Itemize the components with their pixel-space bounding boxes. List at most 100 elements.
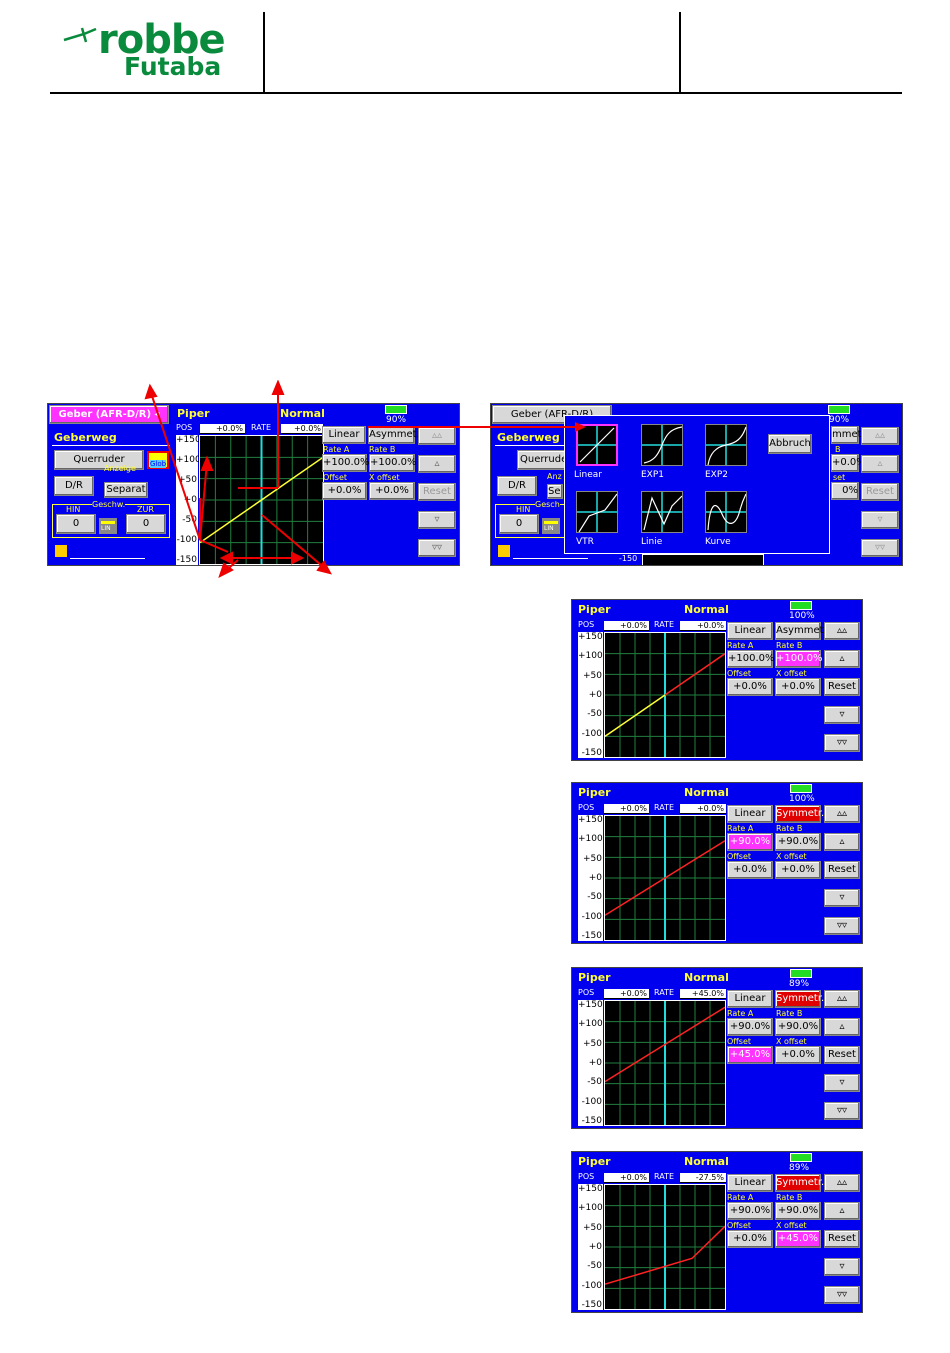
rate-b-label: Rate B: [776, 641, 803, 650]
curve-type-button[interactable]: Linear: [727, 1174, 773, 1192]
rate-b-value[interactable]: +90.0%: [775, 1202, 821, 1220]
curve-option-kurve[interactable]: Kurve: [705, 491, 748, 547]
step-down-button[interactable]: ▿: [824, 1074, 860, 1092]
curve-type-button[interactable]: Linear: [727, 622, 773, 640]
y-axis-ticks: +150+100+50+0-50-100-150: [578, 1000, 603, 1126]
curve-type-button[interactable]: Linear: [727, 805, 773, 823]
step-down-button[interactable]: ▿: [824, 1258, 860, 1276]
step-down-fast-button[interactable]: ▿▿: [824, 1102, 860, 1120]
step-down-fast-button[interactable]: ▿▿: [418, 539, 456, 557]
xoffset-value[interactable]: +0.0%: [775, 861, 821, 879]
lin-icon[interactable]: LIN: [542, 518, 560, 534]
xoffset-value[interactable]: +0.0%: [369, 482, 415, 500]
grid-menu-icon[interactable]: [498, 545, 510, 557]
dr-button[interactable]: D/R: [54, 476, 94, 496]
xoffset-value[interactable]: +0.0%: [775, 1046, 821, 1064]
lin-icon[interactable]: LIN: [99, 518, 117, 534]
rate-b-value[interactable]: +90.0%: [775, 833, 821, 851]
step-up-fast-button[interactable]: ▵▵: [861, 427, 899, 445]
rate-b-value-partial[interactable]: +0.0%: [831, 454, 866, 472]
rate-b-label: Rate B: [776, 1193, 803, 1202]
step-down-fast-button[interactable]: ▿▿: [861, 539, 899, 557]
rate-a-value[interactable]: +100.0%: [322, 454, 370, 472]
step-up-button[interactable]: ▵: [861, 455, 899, 473]
step-down-button[interactable]: ▿: [861, 511, 899, 529]
step-down-fast-button[interactable]: ▿▿: [824, 1286, 860, 1304]
battery-icon: [385, 405, 407, 414]
step-up-fast-button[interactable]: ▵▵: [824, 1174, 860, 1192]
curve-option-linie[interactable]: Linie: [641, 491, 684, 547]
zur-value[interactable]: 0: [126, 514, 166, 534]
curve-graph[interactable]: [604, 632, 726, 758]
step-up-fast-button[interactable]: ▵▵: [418, 427, 456, 445]
step-up-fast-button[interactable]: ▵▵: [824, 805, 860, 823]
symmetry-button[interactable]: Symmetr.: [775, 990, 824, 1008]
step-down-fast-button[interactable]: ▿▿: [824, 734, 860, 752]
offset-value[interactable]: +0.0%: [727, 861, 773, 879]
y-tick-label: +100: [176, 455, 201, 465]
step-down-button[interactable]: ▿: [824, 706, 860, 724]
step-up-button[interactable]: ▵: [824, 833, 860, 851]
hin-value[interactable]: 0: [499, 514, 539, 534]
asymmet-button-partial[interactable]: mmet.: [831, 426, 865, 444]
rate-b-value[interactable]: +90.0%: [775, 1018, 821, 1036]
curve-graph[interactable]: [604, 1000, 726, 1126]
cancel-button[interactable]: Abbruch: [768, 434, 812, 454]
curve-option-linear[interactable]: Linear: [574, 424, 620, 480]
brand-logo-futaba: Futaba: [124, 52, 222, 81]
dr-button[interactable]: D/R: [497, 476, 537, 496]
step-up-button[interactable]: ▵: [824, 650, 860, 668]
step-up-button[interactable]: ▵: [418, 455, 456, 473]
separat-button-partial[interactable]: Se: [547, 484, 563, 499]
reset-button[interactable]: Reset: [824, 1046, 860, 1064]
symmetry-button[interactable]: Asymmet.: [775, 622, 827, 640]
offset-value[interactable]: +0.0%: [727, 678, 773, 696]
offset-value[interactable]: +0.0%: [727, 1230, 773, 1248]
curve-type-button[interactable]: Linear: [322, 426, 366, 444]
screen-curve-select: Geber (AFR-D/R) Geberweg Querrude D/R An…: [490, 403, 903, 566]
rate-label: RATE: [654, 803, 675, 812]
curve-line: [199, 456, 324, 544]
step-down-button[interactable]: ▿: [418, 511, 456, 529]
xoffset-value[interactable]: +0.0%: [775, 678, 821, 696]
tab-geber-afr-dr[interactable]: Geber (AFR-D/R) ◂: [49, 405, 169, 424]
symmetry-button[interactable]: Symmetr.: [775, 1174, 824, 1192]
rate-b-value[interactable]: +100.0%: [775, 650, 823, 668]
curve-graph[interactable]: [199, 435, 324, 565]
offset-value[interactable]: +0.0%: [322, 482, 367, 500]
screen-curve-panel: Piper Normal 100% POS +0.0% RATE +0.0% +…: [571, 782, 863, 944]
reset-button[interactable]: Reset: [861, 483, 899, 501]
step-down-fast-button[interactable]: ▿▿: [824, 917, 860, 935]
glob-icon[interactable]: Glob: [147, 451, 169, 469]
curve-option-exp1[interactable]: EXP1: [641, 424, 684, 480]
rate-a-value[interactable]: +90.0%: [727, 833, 773, 851]
reset-button[interactable]: Reset: [824, 861, 860, 879]
curve-graph[interactable]: [604, 815, 726, 941]
step-up-button[interactable]: ▵: [824, 1202, 860, 1220]
step-up-fast-button[interactable]: ▵▵: [824, 622, 860, 640]
rate-a-value[interactable]: +90.0%: [727, 1018, 773, 1036]
hin-value[interactable]: 0: [56, 514, 96, 534]
control-select-button[interactable]: Querruder: [54, 450, 144, 470]
reset-button[interactable]: Reset: [824, 1230, 860, 1248]
xoffset-value[interactable]: +45.0%: [775, 1230, 821, 1248]
grid-menu-icon[interactable]: [55, 545, 67, 557]
curve-graph[interactable]: [604, 1184, 726, 1310]
offset-value[interactable]: +45.0%: [727, 1046, 773, 1064]
symmetry-button[interactable]: Symmetr.: [775, 805, 824, 823]
xoffset-value-partial[interactable]: 0%: [831, 482, 859, 500]
curve-type-button[interactable]: Linear: [727, 990, 773, 1008]
step-up-fast-button[interactable]: ▵▵: [824, 990, 860, 1008]
step-down-button[interactable]: ▿: [824, 889, 860, 907]
curve-option-exp2[interactable]: EXP2: [705, 424, 748, 480]
battery-level: 89%: [789, 1163, 810, 1173]
reset-button[interactable]: Reset: [824, 678, 860, 696]
curve-option-vtr[interactable]: VTR: [576, 491, 619, 547]
rate-b-value[interactable]: +100.0%: [369, 454, 417, 472]
step-up-button[interactable]: ▵: [824, 1018, 860, 1036]
divider: [52, 445, 170, 446]
rate-a-value[interactable]: +100.0%: [727, 650, 775, 668]
reset-button[interactable]: Reset: [418, 483, 456, 501]
rate-a-value[interactable]: +90.0%: [727, 1202, 773, 1220]
separat-button[interactable]: Separat: [104, 482, 148, 498]
